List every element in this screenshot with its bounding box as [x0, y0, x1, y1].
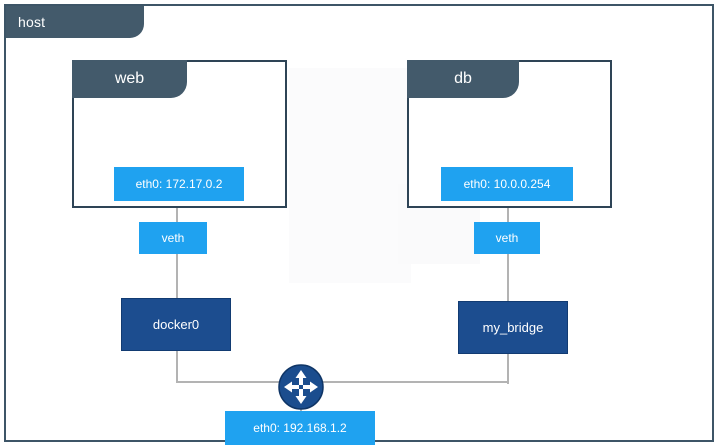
wire-docker0-to-bus	[176, 351, 178, 383]
veth-db[interactable]: veth	[474, 222, 540, 254]
wire-veth-to-mybridge	[507, 254, 509, 304]
container-web-interface[interactable]: eth0: 172.17.0.2	[114, 167, 244, 201]
wire-bus-right	[316, 381, 509, 383]
container-web[interactable]: web eth0: 172.17.0.2	[72, 60, 287, 208]
host-label-tab: host	[6, 6, 144, 38]
wire-bus-left	[176, 381, 296, 383]
wire-web-eth0-to-veth	[176, 200, 178, 230]
container-web-title: web	[72, 60, 187, 98]
wire-veth-to-docker0	[176, 254, 178, 302]
router-icon[interactable]	[278, 364, 324, 410]
router-icon-glyph	[278, 364, 324, 410]
veth-web[interactable]: veth	[139, 222, 207, 254]
host-interface[interactable]: eth0: 192.168.1.2	[225, 411, 375, 445]
host-frame: host web eth0: 172.17.0.2 db eth0: 10.0.…	[4, 4, 714, 445]
wire-db-eth0-to-veth	[507, 200, 509, 230]
bridge-docker0[interactable]: docker0	[121, 298, 231, 351]
wire-mybridge-to-bus	[507, 354, 509, 384]
container-db[interactable]: db eth0: 10.0.0.254	[407, 60, 612, 208]
container-db-interface[interactable]: eth0: 10.0.0.254	[441, 167, 573, 201]
background-wash	[289, 68, 411, 283]
container-db-title: db	[407, 60, 519, 98]
bridge-my-bridge[interactable]: my_bridge	[458, 301, 568, 354]
